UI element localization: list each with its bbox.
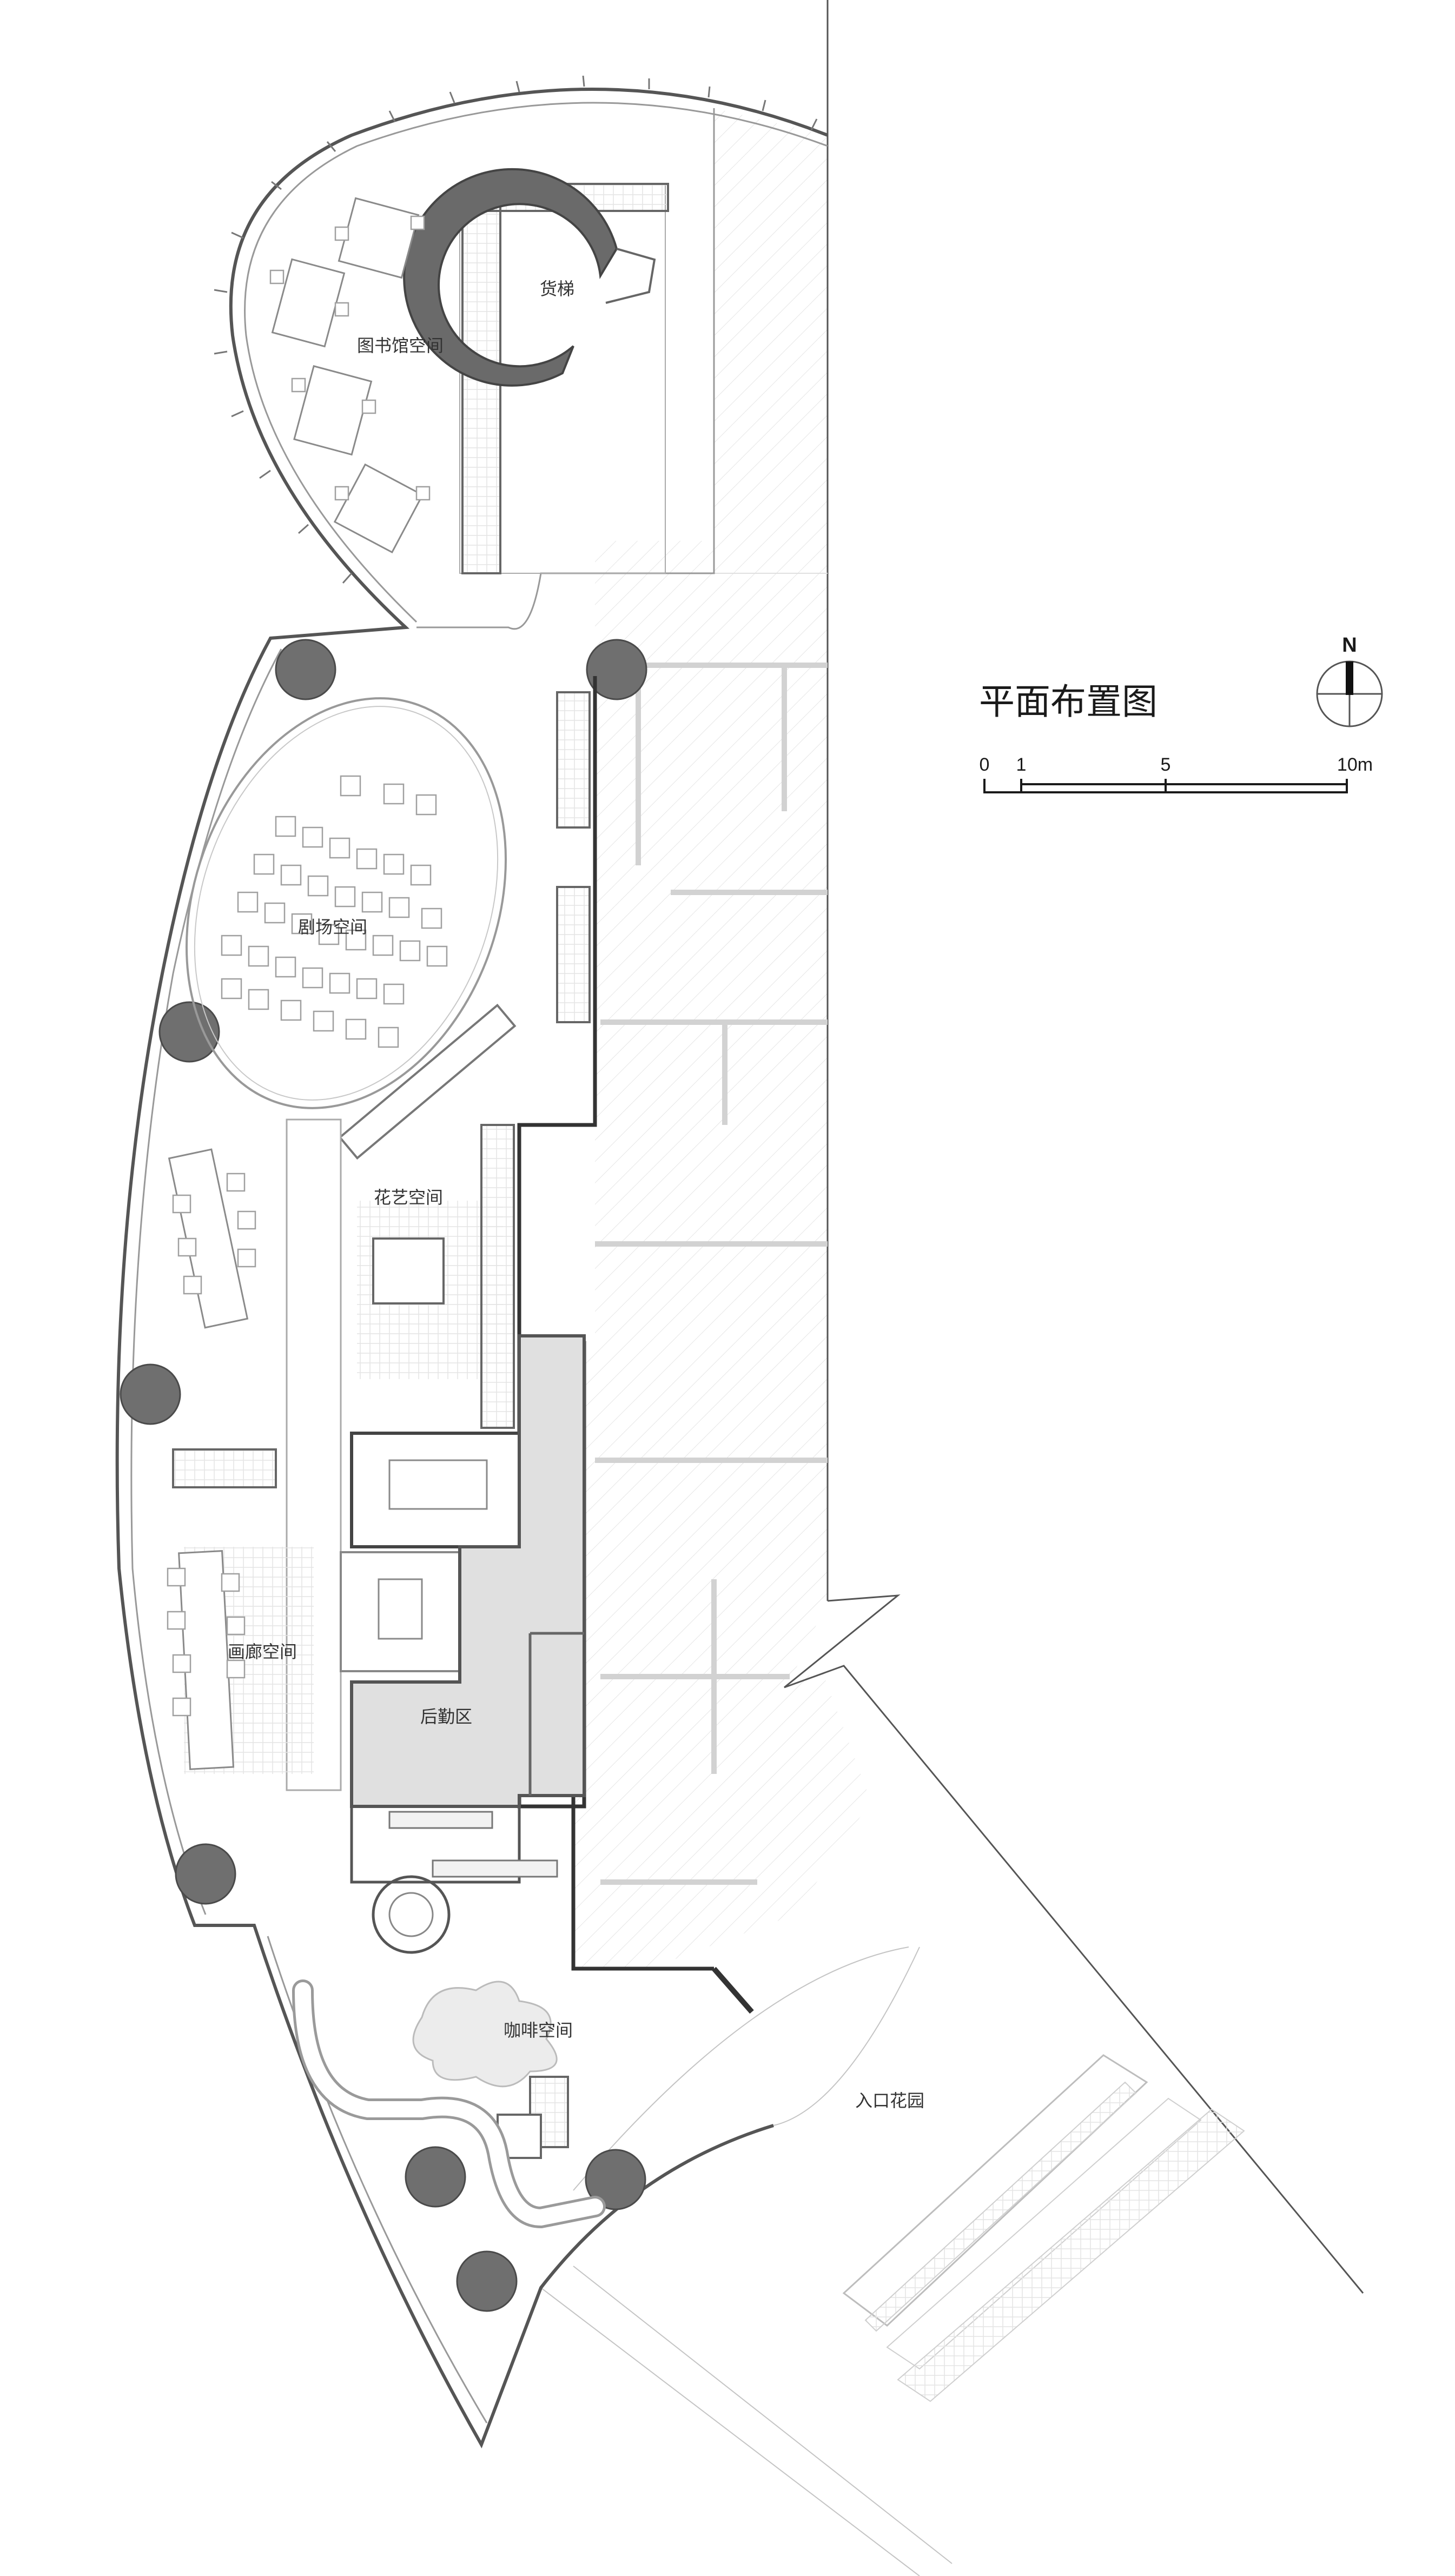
scale-bar: 0 1 5 10m <box>980 754 1373 793</box>
cafe-zone <box>292 1806 606 2229</box>
room-label-theater: 剧场空间 <box>298 917 367 937</box>
scale-tick-10m: 10m <box>1337 754 1373 775</box>
room-label-gallery: 画廊空间 <box>228 1642 297 1661</box>
room-label-logistics: 后勤区 <box>420 1707 472 1726</box>
meeting-rooms <box>340 1432 521 1672</box>
scale-tick-0: 0 <box>980 754 990 775</box>
theater-zone <box>186 691 591 1160</box>
outer-facade <box>115 75 829 2449</box>
north-arrow-icon: N <box>1316 634 1383 727</box>
room-label-entrance-garden: 入口花园 <box>855 2091 924 2110</box>
drawing-title: 平面布置图 <box>979 681 1158 721</box>
room-label-cafe: 咖啡空间 <box>504 2021 573 2040</box>
scale-tick-5: 5 <box>1161 754 1171 775</box>
room-label-freight-elevator: 货梯 <box>540 279 574 299</box>
gallery-zone <box>167 1547 314 1774</box>
scale-tick-1: 1 <box>1016 754 1027 775</box>
room-label-floral: 花艺空间 <box>374 1188 443 1207</box>
adjacent-building <box>573 0 1364 2294</box>
north-label: N <box>1342 634 1357 657</box>
library-zone <box>269 108 715 630</box>
entrance-garden-ramps <box>540 1946 1245 2576</box>
trees <box>120 639 647 2312</box>
room-label-library: 图书馆空间 <box>357 336 444 355</box>
